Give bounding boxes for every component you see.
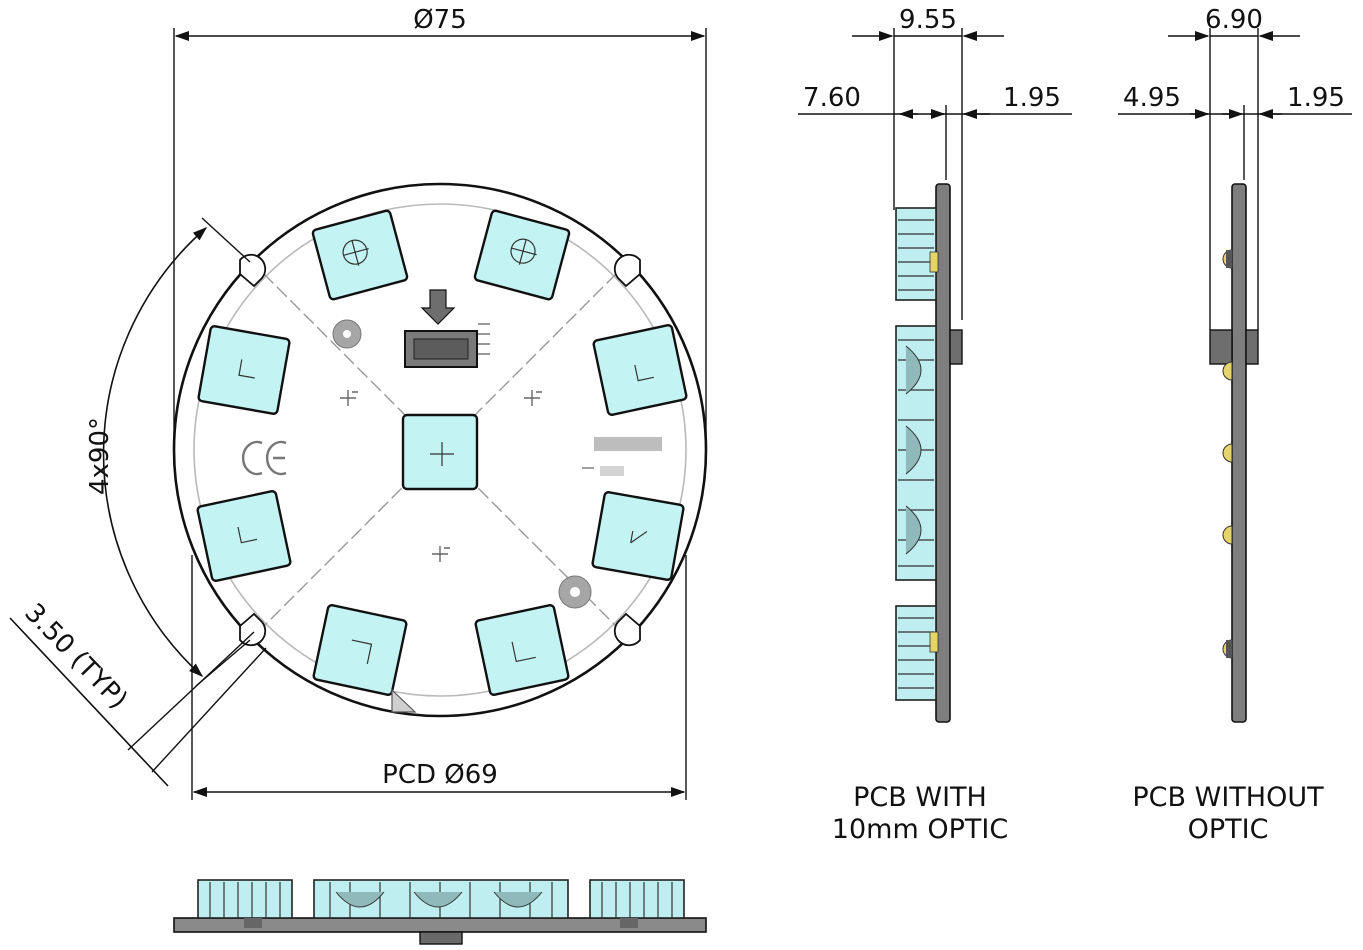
side-view-without-optic: 6.90 4.95 1.95 <box>1118 5 1352 723</box>
bare-overall-label: 6.90 <box>1205 5 1263 35</box>
side-optics <box>895 207 939 701</box>
led-module-center <box>401 413 479 491</box>
thermal-pad-left <box>332 319 362 349</box>
optic-overall-label: 9.55 <box>899 5 957 35</box>
led-module-bottom-right <box>474 604 570 696</box>
diameter-dimension: Ø75 <box>173 5 707 450</box>
pcd-dimension: PCD Ø69 <box>191 555 687 800</box>
optic-left-label: 7.60 <box>803 83 861 113</box>
side-view-with-optic: 9.55 7.60 1.95 <box>798 5 1072 723</box>
bare-left-label: 4.95 <box>1123 83 1181 113</box>
diameter-label: Ø75 <box>413 5 467 35</box>
led-module-right-upper <box>592 324 688 416</box>
led-module-top-left <box>311 209 409 301</box>
edge-optics <box>197 879 685 928</box>
caption-without-optic-line1: PCB WITHOUT <box>1132 782 1324 813</box>
led-module-bottom-left <box>312 604 408 696</box>
led-module-top-right <box>473 209 571 301</box>
front-view <box>172 182 708 718</box>
caption-without-optic-line2: OPTIC <box>1188 814 1269 845</box>
angle-label: 4x90° <box>85 417 115 495</box>
led-module-right-lower <box>591 491 685 581</box>
pcd-label: PCD Ø69 <box>382 760 498 790</box>
slot-label: 3.50 (TYP) <box>18 598 133 715</box>
caption-with-optic-line2: 10mm OPTIC <box>832 814 1008 845</box>
angle-dimension: 4x90° <box>85 217 251 687</box>
orientation-mark <box>391 688 417 713</box>
thermal-pad-right <box>558 575 592 609</box>
caption-with-optic-line1: PCB WITH <box>853 782 987 813</box>
led-module-left-upper <box>197 325 291 415</box>
led-module-left-lower <box>196 490 292 582</box>
connector <box>404 289 490 368</box>
edge-view <box>173 879 707 945</box>
optic-right-label: 1.95 <box>1003 83 1061 113</box>
bare-right-label: 1.95 <box>1287 83 1345 113</box>
slot-dimension: 3.50 (TYP) <box>9 598 267 787</box>
brand-logo <box>582 437 662 476</box>
led-domes <box>1222 249 1233 659</box>
ce-mark <box>242 440 287 476</box>
